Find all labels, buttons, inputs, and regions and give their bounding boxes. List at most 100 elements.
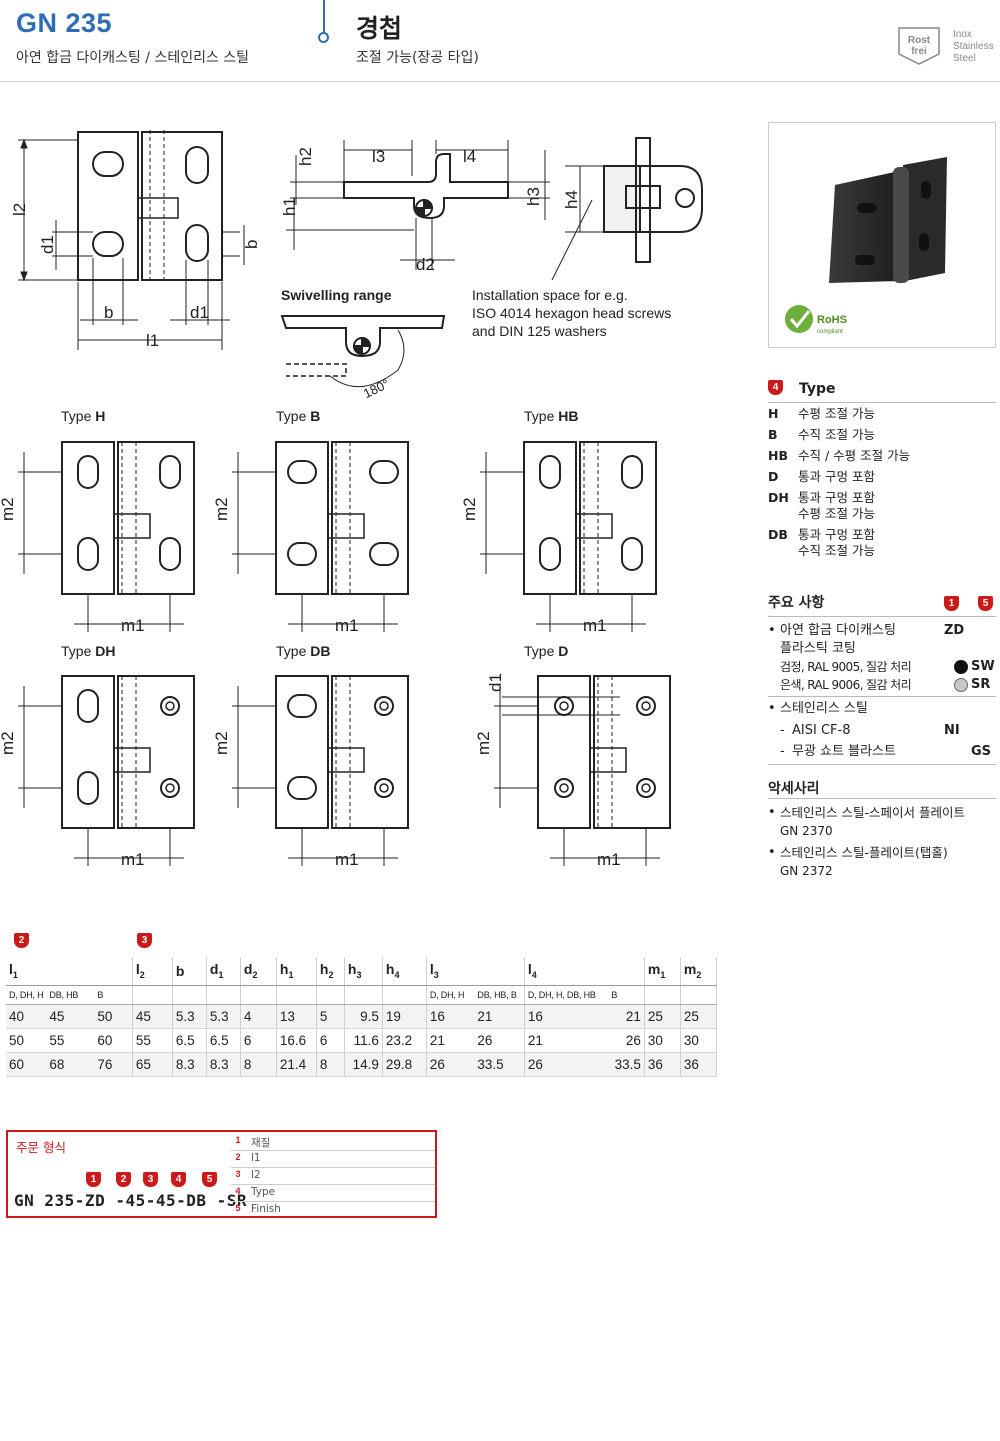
marker-badge: 2: [116, 1172, 131, 1187]
d1-label: d1: [486, 673, 505, 692]
code-zd: ZD: [944, 623, 965, 638]
svg-text:d1: d1: [190, 303, 209, 322]
svg-text:l4: l4: [463, 147, 476, 166]
m2-label: m2: [212, 731, 231, 755]
table-cell: 21: [524, 1028, 609, 1053]
table-header: h1: [276, 957, 317, 986]
m1-label: m1: [121, 850, 145, 869]
marker-badge: 1: [944, 596, 959, 611]
table-cell: 45: [132, 1004, 173, 1029]
stainless-grade: AISI CF-8: [792, 723, 851, 738]
table-subheader: [344, 985, 383, 1005]
coating-label: 플라스틱 코팅: [780, 641, 856, 656]
svg-text:l2: l2: [10, 203, 29, 216]
table-cell: 33.5: [608, 1052, 645, 1077]
table-cell: 16.6: [276, 1028, 317, 1053]
type-key: H: [768, 406, 779, 421]
table-header: b: [172, 957, 207, 986]
marker-badge: 5: [978, 596, 993, 611]
table-cell: 8.3: [172, 1052, 207, 1077]
table-cell: 8: [316, 1052, 345, 1077]
table-cell: 5: [316, 1004, 345, 1029]
table-cell: 26: [474, 1028, 525, 1053]
table-cell: 26: [524, 1052, 609, 1077]
marker-badge: 2: [14, 933, 29, 948]
svg-text:b: b: [242, 240, 261, 249]
table-header: l2: [132, 957, 173, 986]
table-subheader: [644, 985, 681, 1005]
svg-text:Type B: Type B: [276, 408, 320, 424]
order-example-box: 주문 형식 1 2 3 4 5 GN 235-ZD -45-45-DB -SR …: [6, 1130, 437, 1218]
table-cell: 60: [94, 1028, 133, 1053]
product-title: 경첩: [356, 14, 403, 43]
code-gs: GS: [971, 744, 992, 759]
matt-finish: 무광 쇼트 블라스트: [792, 744, 896, 759]
table-header: h4: [382, 957, 427, 986]
product-title-sub: 조절 가능(장공 타입): [356, 50, 479, 66]
table-cell: 50: [6, 1028, 47, 1053]
accessories: 악세사리 • 스테인리스 스틸-스페이서 플레이트 GN 2370 • 스테인리…: [768, 776, 996, 886]
table-cell: 25: [644, 1004, 681, 1029]
table-cell: 4: [240, 1004, 277, 1029]
header-rule: [0, 81, 1000, 82]
table-header: h2: [316, 957, 345, 986]
type-description: 수직 조절 가능: [798, 543, 875, 558]
svg-text:Type HB: Type HB: [524, 408, 578, 424]
technical-drawing: l2 d1 b b d1 l1 h2 l3 l4 h1 h3 d2: [0, 130, 703, 869]
svg-text:Swivelling range: Swivelling range: [281, 287, 392, 303]
silver-dot-icon: [954, 678, 968, 692]
table-subheader: B: [94, 985, 133, 1005]
table-cell: 19: [382, 1004, 427, 1029]
table-subheader: [240, 985, 277, 1005]
type-labels: Type H Type B Type HB Type DH Type DB Ty…: [61, 408, 578, 659]
svg-text:Type H: Type H: [61, 408, 105, 424]
table-cell: 55: [132, 1028, 173, 1053]
svg-text:ISO 4014 hexagon head screws: ISO 4014 hexagon head screws: [472, 305, 671, 321]
svg-text:Type DB: Type DB: [276, 643, 330, 659]
table-cell: 26: [426, 1052, 475, 1077]
table-subheader: D, DH, H, DB, HB: [524, 985, 609, 1005]
svg-text:Installation space for e.g.: Installation space for e.g.: [472, 287, 628, 303]
m1-label: m1: [597, 850, 621, 869]
table-cell: 5.3: [206, 1004, 241, 1029]
marker-badge: 1: [86, 1172, 101, 1187]
table-subheader: [316, 985, 345, 1005]
hinge-side-section: [343, 153, 509, 220]
marker-badge: 5: [202, 1172, 217, 1187]
svg-text:d1: d1: [38, 235, 57, 254]
m1-label: m1: [583, 616, 607, 635]
svg-text:frei: frei: [911, 46, 927, 57]
table-cell: 13: [276, 1004, 317, 1029]
order-code: GN 235-ZD -45-45-DB -SR: [14, 1191, 248, 1210]
table-subheader: [680, 985, 717, 1005]
marker-badge: 4: [768, 380, 783, 395]
table-cell: 36: [680, 1052, 717, 1077]
table-header: m1: [644, 957, 681, 986]
m2-label: m2: [0, 731, 17, 755]
swivel-diagram: [280, 315, 446, 388]
table-cell: 16: [426, 1004, 475, 1029]
type-description: 통과 구멍 포함: [798, 469, 875, 484]
m2-label: m2: [460, 497, 479, 521]
table-cell: 68: [46, 1052, 95, 1077]
m1-label: m1: [121, 616, 145, 635]
table-cell: 11.6: [344, 1028, 383, 1053]
table-cell: 36: [644, 1052, 681, 1077]
table-cell: 45: [46, 1004, 95, 1029]
hinge-photo-icon: RoHS compliant: [785, 157, 947, 335]
table-subheader: [206, 985, 241, 1005]
table-cell: 23.2: [382, 1028, 427, 1053]
table-cell: 55: [46, 1028, 95, 1053]
finish-black: 검정, RAL 9005, 질감 처리: [780, 660, 912, 674]
accessory-code: GN 2370: [780, 824, 833, 838]
